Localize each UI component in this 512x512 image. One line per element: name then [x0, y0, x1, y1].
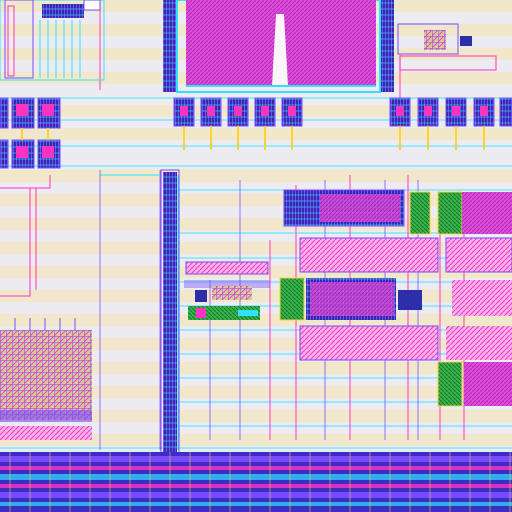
top-center-macro[interactable] — [163, 0, 394, 93]
left-io-pads[interactable] — [0, 97, 61, 297]
left-decap-array[interactable] — [0, 318, 92, 440]
bottom-standard-cell-rows[interactable] — [0, 452, 512, 512]
center-left-power-rail[interactable] — [100, 169, 180, 455]
top-right-io-cells[interactable] — [397, 23, 497, 71]
right-logic-cluster[interactable] — [279, 189, 512, 407]
io-tile-row[interactable] — [173, 97, 512, 150]
top-left-io-cells[interactable] — [0, 0, 105, 81]
center-logic-cluster[interactable] — [184, 261, 270, 320]
